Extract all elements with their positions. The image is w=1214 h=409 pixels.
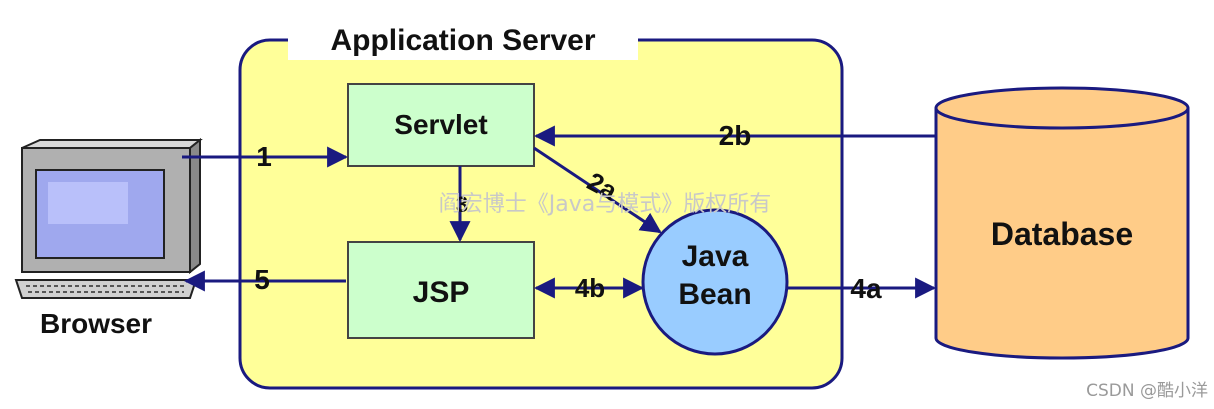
jsp-label: JSP — [413, 276, 470, 309]
container-title: Application Server — [330, 24, 595, 57]
edge-label-2b: 2b — [719, 120, 752, 151]
java-bean-label-line1: Java — [682, 240, 749, 273]
edge-label-1: 1 — [256, 141, 272, 172]
java-bean-label-line2: Bean — [678, 278, 751, 311]
browser-label: Browser — [40, 308, 152, 339]
computer-icon — [14, 137, 203, 299]
servlet-label: Servlet — [394, 109, 487, 140]
database-cylinder — [934, 86, 1190, 360]
edge-servlet-to-bean — [533, 146, 662, 234]
edge-label-3: 3 — [456, 192, 468, 217]
edge-label-4b: 4b — [575, 273, 605, 303]
credit-text: CSDN @酷小洋 — [1086, 381, 1208, 401]
servlet-box — [347, 83, 535, 167]
database-label: Database — [991, 216, 1133, 252]
watermark-text: 阎宏博士《Java与模式》版权所有 — [439, 192, 771, 217]
container-title-bg — [288, 20, 638, 60]
edge-label-4a: 4a — [850, 273, 882, 304]
edge-label-5: 5 — [254, 264, 270, 295]
